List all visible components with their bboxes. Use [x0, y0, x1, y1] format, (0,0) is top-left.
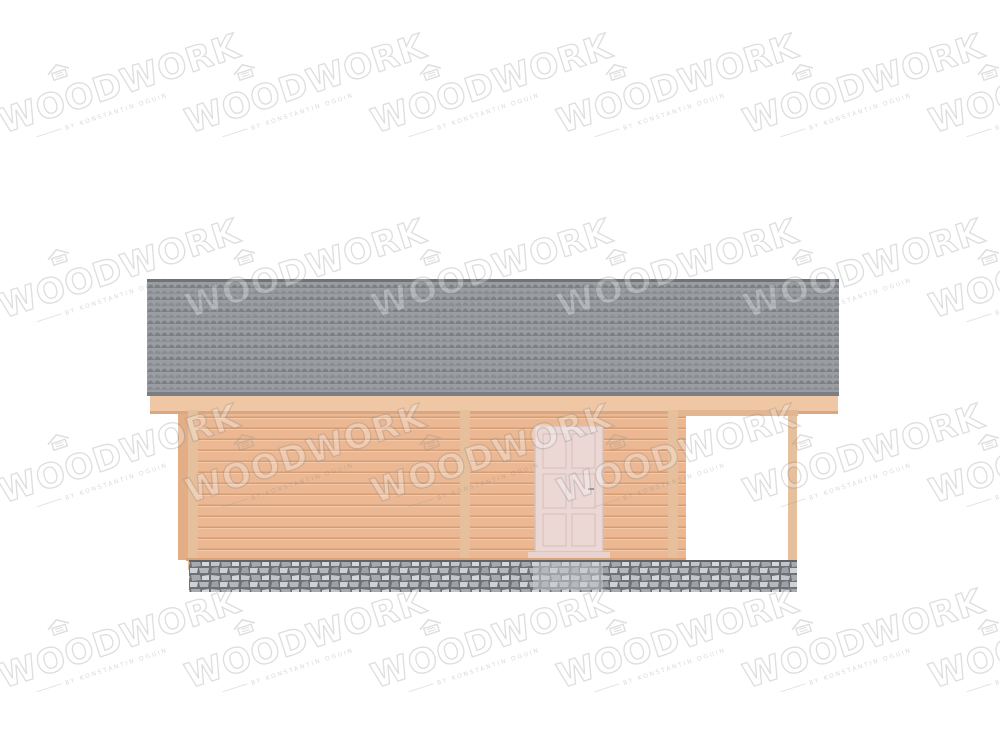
- wall-sill: [186, 558, 686, 561]
- post-left: [188, 410, 198, 570]
- roof: [147, 279, 839, 396]
- porch-beam: [678, 410, 798, 416]
- stone-foundation: [189, 560, 797, 592]
- door-step: [528, 552, 610, 560]
- eave-fascia: [150, 396, 838, 413]
- front-door: [534, 425, 604, 553]
- wall-corner-left: [178, 414, 188, 560]
- log-wall: [186, 414, 686, 560]
- post-middle: [460, 410, 470, 560]
- post-porch: [788, 410, 797, 570]
- post-right-wall: [668, 410, 678, 560]
